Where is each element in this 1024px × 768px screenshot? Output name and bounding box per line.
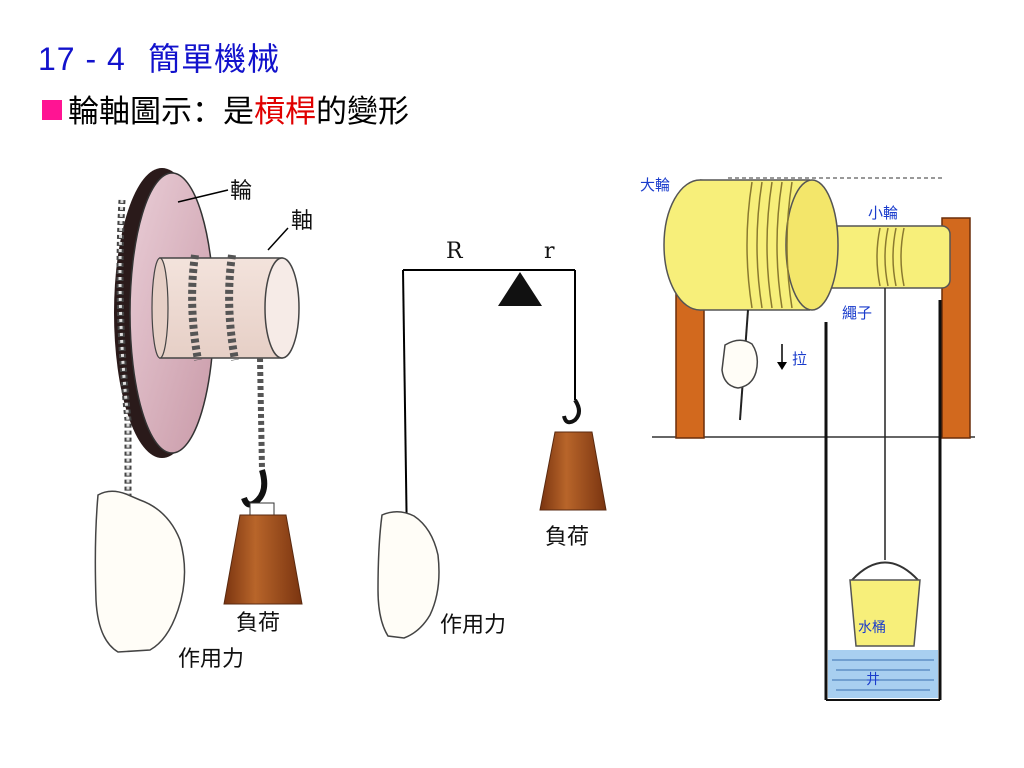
effort-line <box>402 269 408 546</box>
right-post <box>941 217 971 439</box>
pull-label: 拉 <box>792 350 807 368</box>
well-winch-figure: 大輪 小輪 繩子 拉 水桶 井 <box>640 176 975 701</box>
big-wheel-label: 大輪 <box>640 176 670 194</box>
subtitle-prefix: 輪軸圖示：是 <box>68 94 254 130</box>
rope-label: 繩子 <box>842 304 872 322</box>
slide-title: 17 - 4 簡單機械 <box>38 34 280 80</box>
axle-body <box>159 257 283 359</box>
lever-figure: R r 負荷 作用力 <box>377 239 607 639</box>
subtitle-suffix: 的變形 <box>316 94 409 130</box>
bucket-handle <box>851 561 919 581</box>
hook-icon <box>241 469 268 508</box>
subtitle-lever-word: 槓桿 <box>254 94 316 130</box>
fig2-load-label: 負荷 <box>545 525 589 550</box>
well-water <box>828 650 938 698</box>
small-wheel-label: 小輪 <box>868 204 898 222</box>
hand-icon <box>94 490 186 653</box>
lever-load-weight <box>539 431 607 511</box>
load-weight <box>223 514 303 605</box>
fulcrum-triangle <box>498 272 542 306</box>
title-number: 17 - 4 <box>38 41 126 77</box>
bucket-icon <box>849 579 921 647</box>
well-label: 井 <box>866 672 880 688</box>
wheel-label: 輪 <box>230 179 252 204</box>
axle-label: 軸 <box>291 209 313 234</box>
fig1-load-label: 負荷 <box>236 611 280 636</box>
bucket-label: 水桶 <box>858 620 886 636</box>
axle-end <box>264 257 300 359</box>
load-rope <box>257 357 265 471</box>
bullet-square-icon <box>42 100 62 120</box>
drum-rope-coils <box>746 181 905 309</box>
fig1-force-label: 作用力 <box>178 647 244 672</box>
subtitle-bullet: 輪軸圖示：是槓桿的變形 <box>42 86 409 131</box>
r-label: r <box>544 239 555 264</box>
title-text: 簡單機械 <box>148 40 281 78</box>
winch-hand-icon <box>721 339 759 389</box>
wheel-axle-figure: 輪 軸 負荷 作用力 <box>94 168 313 672</box>
lever-hand-icon <box>377 511 440 639</box>
axle-rope-coil <box>188 254 202 361</box>
R-label: R <box>446 239 464 264</box>
lever-hook-icon <box>562 398 581 425</box>
fig2-force-label: 作用力 <box>440 613 506 638</box>
